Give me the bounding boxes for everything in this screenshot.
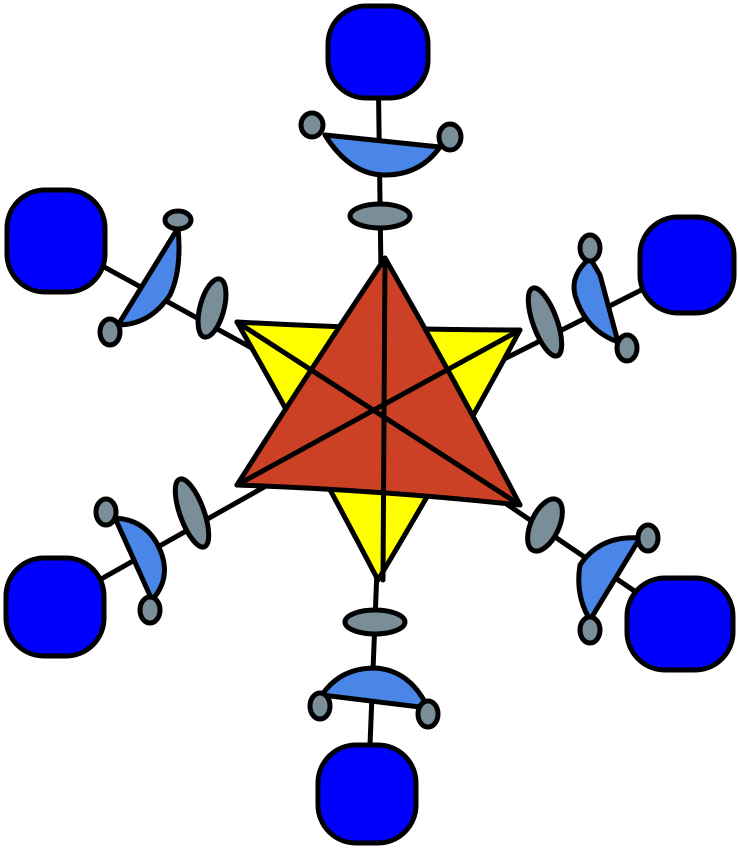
lens-top-left bbox=[195, 276, 229, 340]
blob-top-right bbox=[637, 214, 737, 316]
dot bbox=[577, 614, 603, 646]
dot bbox=[415, 698, 441, 730]
crescent-top-right bbox=[571, 255, 621, 345]
blue-blobs bbox=[3, 3, 737, 846]
lens-bottom-right bbox=[525, 496, 565, 554]
dot bbox=[307, 690, 333, 722]
crescent-top-left bbox=[115, 225, 182, 328]
dot bbox=[635, 522, 661, 554]
crescent-bottom-right bbox=[576, 535, 643, 623]
crescent-bottom bbox=[319, 665, 431, 711]
dot bbox=[577, 232, 603, 264]
dot bbox=[137, 594, 163, 626]
blob-top bbox=[325, 3, 431, 101]
dot bbox=[614, 332, 640, 364]
blob-top-left bbox=[4, 187, 108, 295]
lens-top-right bbox=[525, 285, 565, 359]
blob-bottom bbox=[315, 742, 419, 846]
gray-lenses bbox=[172, 201, 565, 637]
crescent-top bbox=[322, 132, 443, 178]
dot bbox=[436, 121, 464, 153]
dot bbox=[298, 110, 326, 140]
lens-top bbox=[347, 201, 413, 231]
triangle-inner-lines bbox=[234, 255, 523, 583]
blob-bottom-right bbox=[624, 575, 736, 673]
dot bbox=[162, 208, 194, 232]
dot bbox=[97, 316, 123, 348]
dot bbox=[93, 496, 119, 528]
crescent-bottom-left bbox=[112, 515, 167, 603]
lens-bottom bbox=[342, 607, 408, 637]
blob-bottom-left bbox=[3, 555, 107, 659]
lens-bottom-left bbox=[172, 476, 212, 550]
crescents bbox=[112, 132, 643, 711]
gray-dots bbox=[93, 110, 661, 730]
